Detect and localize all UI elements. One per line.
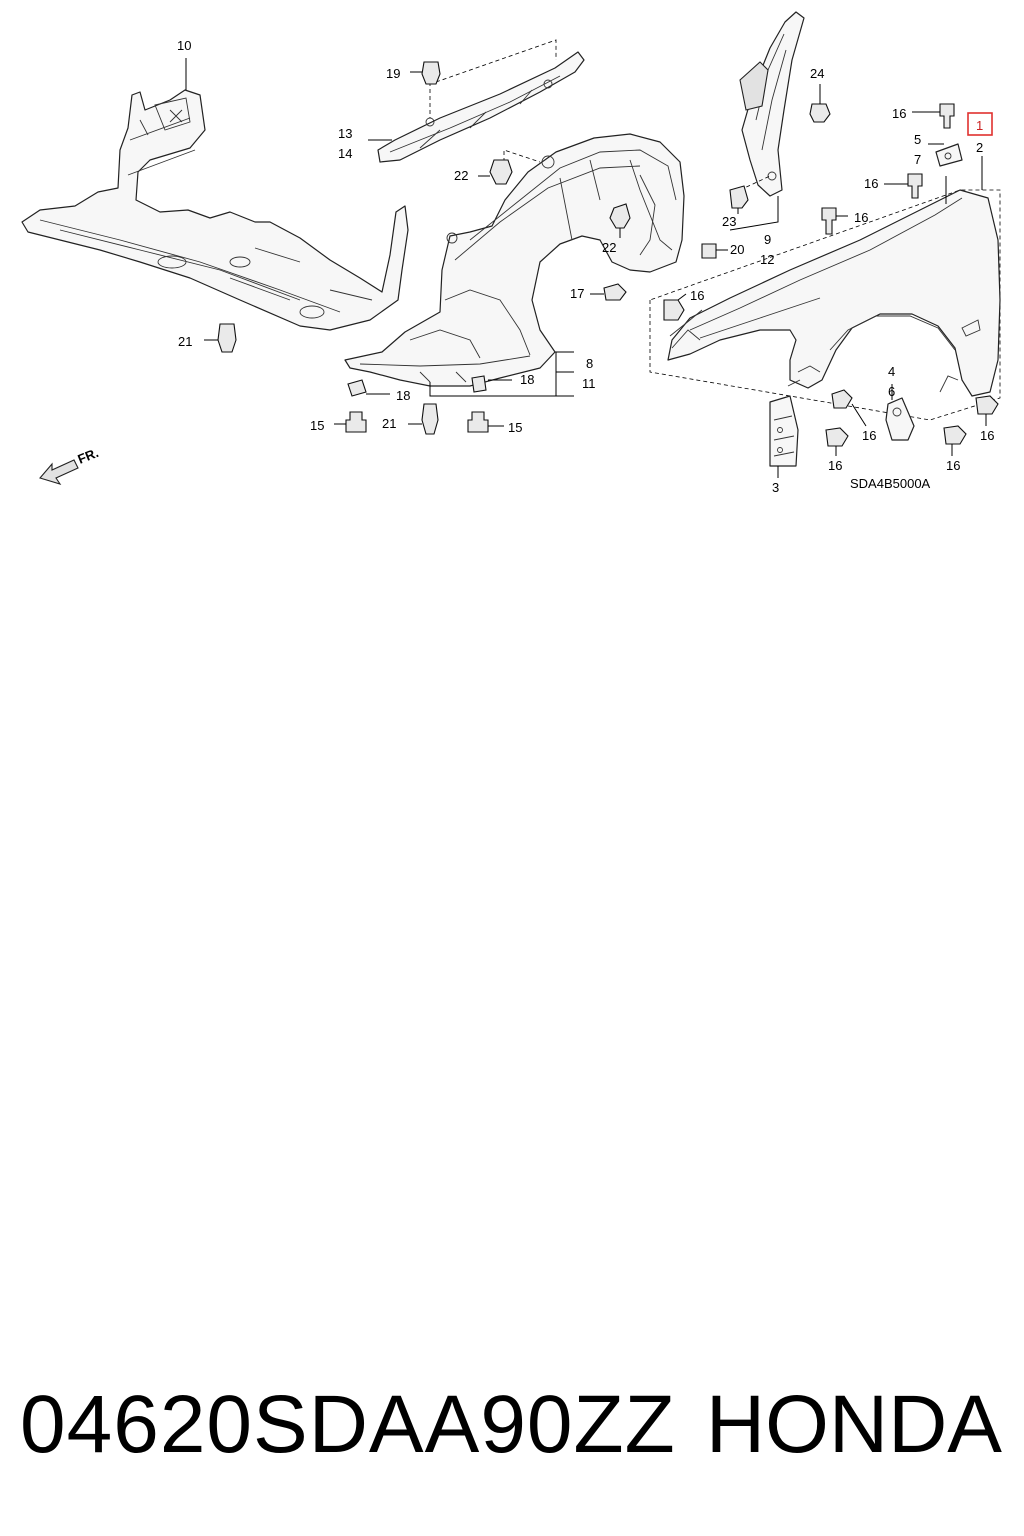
callout-7: 7 xyxy=(914,152,921,167)
callout-16-left: 16 xyxy=(690,288,704,303)
fastener-22-upper xyxy=(478,159,513,185)
callout-2: 2 xyxy=(976,140,983,155)
bolt-16-left xyxy=(663,293,687,321)
fastener-21-left xyxy=(204,323,237,353)
bolt-16-lower-a xyxy=(831,389,867,427)
callout-16-mid: 16 xyxy=(864,176,878,191)
diagram-code: SDA4B5000A xyxy=(850,476,931,491)
callout-10: 10 xyxy=(177,38,191,53)
bolt-16-top xyxy=(912,103,955,129)
callout-16-lower-b: 16 xyxy=(828,458,842,473)
nut-18-left xyxy=(347,379,390,397)
callout-16-lower-a: 16 xyxy=(862,428,876,443)
callout-labels: 1 2 3 4 5 6 7 8 9 10 11 12 13 14 15 15 1… xyxy=(177,38,994,495)
splash-shield-part-10 xyxy=(21,58,409,331)
callout-21-left: 21 xyxy=(178,334,192,349)
callout-19: 19 xyxy=(386,66,400,81)
fastener-22-right xyxy=(609,203,631,238)
upper-bracket-part-5-7 xyxy=(928,143,963,167)
bolt-16-mid xyxy=(884,173,923,199)
fastener-15-right xyxy=(467,411,504,433)
parts-diagram: FR. 1 2 3 4 5 6 7 8 9 10 11 12 13 14 15 … xyxy=(21,11,1001,495)
callout-5: 5 xyxy=(914,132,921,147)
nut-18-right xyxy=(471,375,512,393)
fastener-24 xyxy=(809,84,831,123)
callout-16-center: 16 xyxy=(854,210,868,225)
bolt-17 xyxy=(590,283,627,301)
clip-20 xyxy=(701,243,728,259)
fastener-15-left xyxy=(334,411,367,433)
callout-20: 20 xyxy=(730,242,744,257)
callout-16-top: 16 xyxy=(892,106,906,121)
callout-11: 11 xyxy=(582,376,596,391)
callout-12: 12 xyxy=(760,252,774,267)
callout-24: 24 xyxy=(810,66,824,81)
callout-21-bottom: 21 xyxy=(382,416,396,431)
callout-1: 1 xyxy=(976,118,983,133)
callout-3: 3 xyxy=(772,480,779,495)
fender-bracket-part-3 xyxy=(769,395,799,478)
callout-14: 14 xyxy=(338,146,352,161)
callout-16-lower-c: 16 xyxy=(946,458,960,473)
bolt-16-lower-c xyxy=(943,425,967,456)
bolt-16-center xyxy=(821,207,848,235)
callout-18-right: 18 xyxy=(520,372,534,387)
callout-8: 8 xyxy=(586,356,593,371)
callout-17: 17 xyxy=(570,286,584,301)
callout-22-upper: 22 xyxy=(454,168,468,183)
clip-bracket-part-4-6 xyxy=(885,384,915,441)
fender-support-part-13-14 xyxy=(368,39,585,163)
fastener-19 xyxy=(410,61,441,85)
callout-23: 23 xyxy=(722,214,736,229)
footer: 04620SDAA90ZZ HONDA xyxy=(0,1370,1024,1480)
callout-4: 4 xyxy=(888,364,895,379)
callout-6: 6 xyxy=(888,384,895,399)
part-number: 04620SDAA90ZZ xyxy=(20,1379,676,1470)
direction-label: FR. xyxy=(76,445,101,467)
brand-name: HONDA xyxy=(705,1379,1002,1470)
callout-15-left: 15 xyxy=(310,418,324,433)
callout-18-left: 18 xyxy=(396,388,410,403)
fastener-23 xyxy=(729,185,749,214)
bolt-16-lower-b xyxy=(825,427,849,456)
callout-13: 13 xyxy=(338,126,352,141)
callout-15-right: 15 xyxy=(508,420,522,435)
callout-16-lower-d: 16 xyxy=(980,428,994,443)
inner-fender-liner-part-8-11 xyxy=(344,133,685,397)
front-direction-arrow: FR. xyxy=(39,445,101,485)
fender-bracket-part-9-12 xyxy=(729,11,805,231)
bolt-16-lower-d xyxy=(975,395,999,426)
callout-9: 9 xyxy=(764,232,771,247)
fastener-21-bottom xyxy=(408,403,439,435)
callout-22-right: 22 xyxy=(602,240,616,255)
highlight-box xyxy=(967,112,993,136)
fasteners xyxy=(204,61,999,456)
front-fender-part-2 xyxy=(649,156,1001,421)
